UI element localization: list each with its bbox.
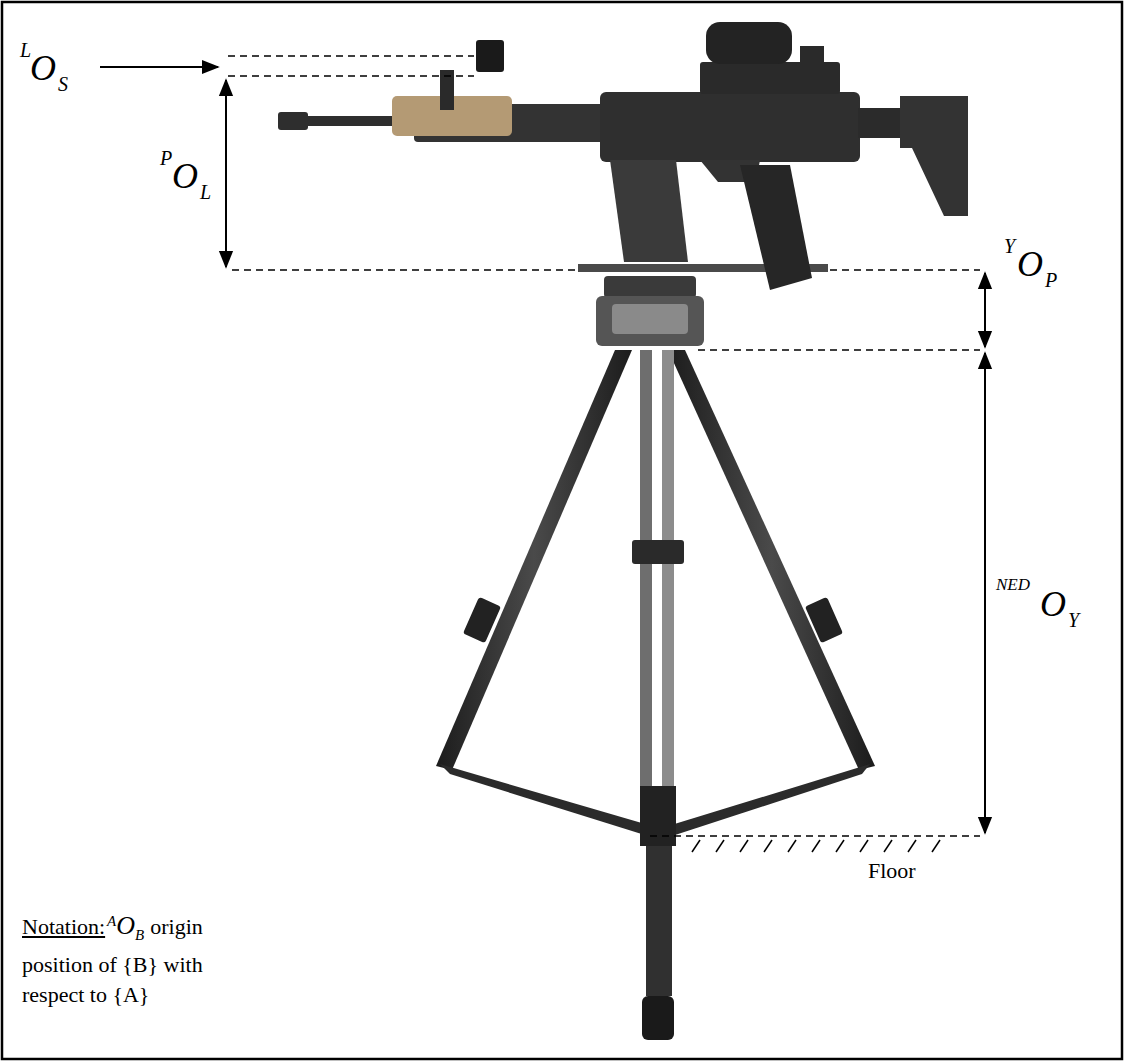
frame-superscript: Y — [1004, 236, 1015, 256]
frame-subscript: S — [58, 74, 68, 94]
dimension-arrows — [100, 67, 985, 833]
notation-heading: Notation: — [22, 914, 105, 939]
frame-subscript: B — [135, 927, 144, 943]
floor-label: Floor — [868, 860, 916, 882]
frame-subscript: P — [1045, 270, 1057, 290]
frame-subscript: L — [200, 182, 211, 202]
frame-subscript: Y — [1068, 610, 1079, 630]
tripod — [436, 276, 875, 1040]
frame-superscript: A — [107, 913, 116, 929]
frame-superscript: NED — [996, 576, 1030, 593]
origin-symbol: O — [1017, 246, 1043, 282]
origin-symbol: O — [172, 158, 198, 194]
origin-symbol: O — [116, 911, 135, 940]
origin-symbol: O — [30, 50, 56, 86]
origin-symbol: O — [1040, 586, 1066, 622]
frame-superscript: L — [20, 40, 31, 60]
reference-lines — [228, 56, 980, 836]
frame-superscript: P — [160, 148, 172, 168]
rifle — [278, 22, 968, 290]
floor-hatch — [692, 840, 940, 852]
notation-note: Notation:AOBorigin position of {B} with … — [22, 906, 252, 1010]
